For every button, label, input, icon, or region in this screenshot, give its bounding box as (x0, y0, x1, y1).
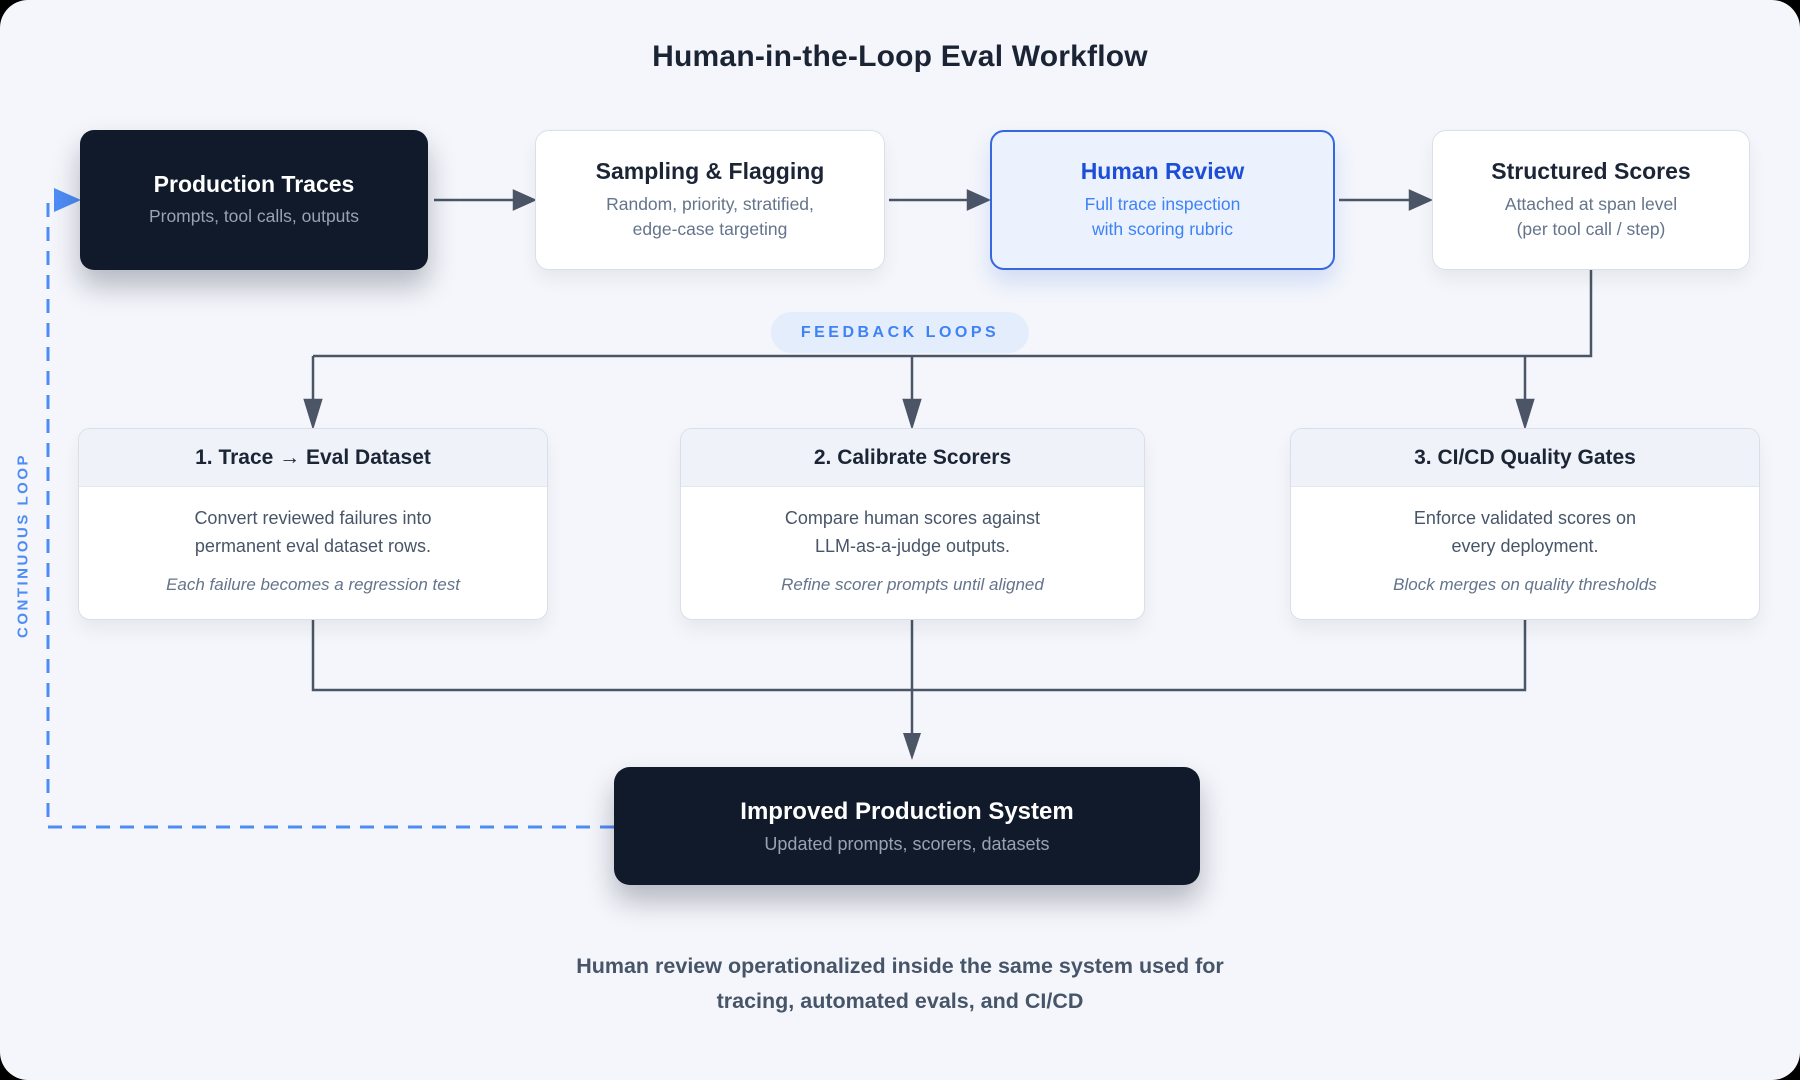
node-production-traces: Production Traces Prompts, tool calls, o… (80, 130, 428, 270)
arrow-down-icon (902, 398, 922, 431)
feedback-loops-badge: FEEDBACK LOOPS (770, 312, 1030, 353)
node-sampling-flagging: Sampling & Flagging Random, priority, st… (535, 130, 885, 270)
arrow-down-icon (1515, 398, 1535, 431)
node-structured-scores: Structured Scores Attached at span level… (1432, 130, 1750, 270)
feedback-spine (313, 270, 1593, 358)
card-body: Enforce validated scores on every deploy… (1291, 487, 1759, 595)
card-body: Convert reviewed failures into permanent… (79, 487, 547, 595)
card-title: 1. Trace → Eval Dataset (79, 429, 547, 487)
card-note: Refine scorer prompts until aligned (781, 575, 1044, 594)
page-title: Human-in-the-Loop Eval Workflow (652, 40, 1148, 73)
footer-caption: Human review operationalized inside the … (0, 949, 1800, 1019)
arrow-down-icon (903, 733, 921, 760)
continuous-loop-path (46, 202, 614, 829)
card-trace-eval-dataset: 1. Trace → Eval Dataset Convert reviewed… (78, 428, 548, 620)
node-subtitle: Attached at span level (per tool call / … (1504, 193, 1678, 239)
node-subtitle: Prompts, tool calls, outputs (148, 206, 360, 227)
card-title: 2. Calibrate Scorers (681, 429, 1144, 487)
node-title: Production Traces (153, 170, 355, 197)
arrow-right-icon (512, 189, 538, 211)
node-title: Human Review (1080, 158, 1245, 185)
merge-connector (311, 620, 1527, 692)
node-improved-production-system: Improved Production System Updated promp… (614, 767, 1200, 885)
card-note: Block merges on quality thresholds (1393, 575, 1657, 594)
node-human-review: Human Review Full trace inspection with … (990, 130, 1335, 270)
card-cicd-quality-gates: 3. CI/CD Quality Gates Enforce validated… (1290, 428, 1760, 620)
loop-arrow-right-icon (54, 188, 81, 212)
footer-line-1: Human review operationalized inside the … (576, 954, 1224, 978)
card-calibrate-scorers: 2. Calibrate Scorers Compare human score… (680, 428, 1145, 620)
node-title: Improved Production System (740, 797, 1074, 825)
arrow-right-icon (1408, 189, 1434, 211)
arrow-down-icon (303, 398, 323, 431)
node-subtitle: Random, priority, stratified, edge-case … (606, 193, 814, 239)
node-title: Structured Scores (1491, 158, 1691, 185)
arrow-right-icon (966, 189, 992, 211)
node-subtitle: Updated prompts, scorers, datasets (764, 833, 1050, 854)
card-note: Each failure becomes a regression test (166, 575, 460, 594)
node-title: Sampling & Flagging (595, 158, 825, 185)
footer-line-2: tracing, automated evals, and CI/CD (716, 989, 1084, 1013)
node-subtitle: Full trace inspection with scoring rubri… (1084, 193, 1241, 239)
continuous-loop-label: CONTINUOUS LOOP (14, 452, 32, 638)
card-body: Compare human scores against LLM-as-a-ju… (681, 487, 1144, 595)
card-title: 3. CI/CD Quality Gates (1291, 429, 1759, 487)
